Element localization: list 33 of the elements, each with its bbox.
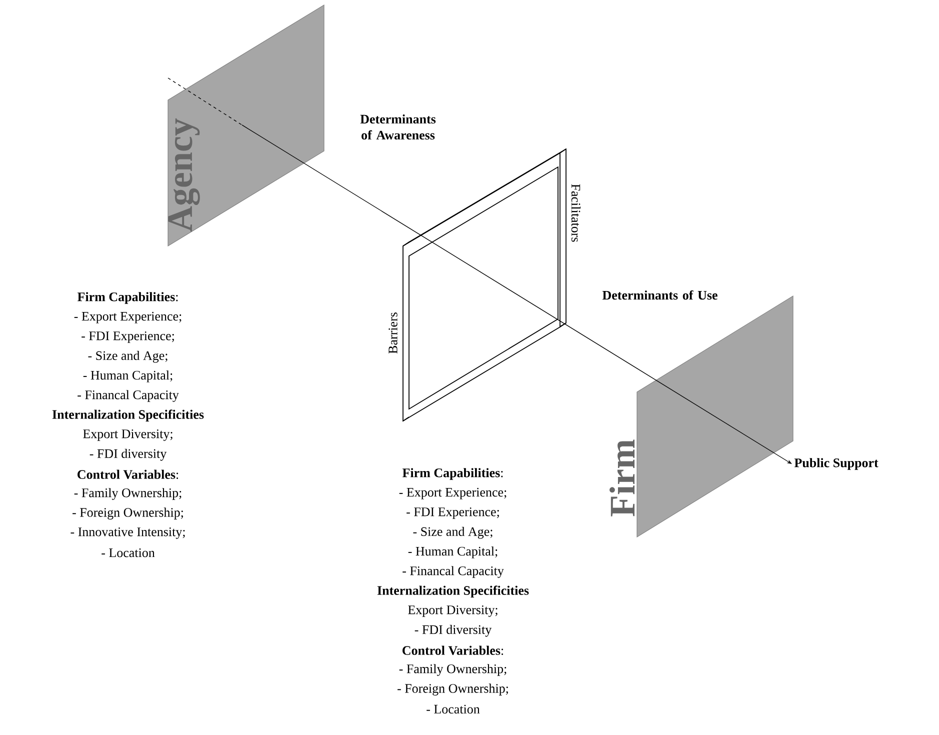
heading: Determinants of Awareness [360, 114, 436, 140]
output-label: Public Support [794, 458, 878, 470]
list-item: Export Diversity; [83, 429, 172, 441]
list-item: - FDI diversity [414, 624, 492, 637]
list-item: - Export Experience; [399, 488, 506, 500]
list-item: - Location [426, 704, 480, 714]
list-item: Internalization Specificities [52, 410, 204, 422]
list-item: Firm Capabilities: [402, 468, 503, 480]
list-item: - Size and Age; [413, 526, 492, 539]
node-label: Barriers [388, 312, 398, 354]
list-item: - Financal Capacity [402, 566, 504, 578]
list-item: - FDI Experience; [406, 508, 499, 519]
list-item: Internalization Specificities [377, 586, 529, 598]
list-item: - FDI diversity [90, 448, 167, 461]
list-item: - Family Ownership; [74, 488, 182, 500]
list-item: - Location [102, 548, 155, 558]
list-item: Control Variables: [78, 470, 178, 479]
list-item: - Financal Capacity [78, 390, 179, 402]
list-item: - Size and Age; [88, 350, 168, 363]
list-item: - Innovative Intensity; [70, 527, 185, 539]
list-item: - Human Capital; [408, 546, 498, 558]
list-item: Firm Capabilities: [78, 292, 178, 304]
list-item: - FDI Experience; [82, 332, 174, 343]
list-item: Export Diversity; [408, 605, 498, 617]
node-label: Firm [610, 440, 634, 516]
list-item: - Foreign Ownership; [72, 508, 183, 520]
list-item: - Export Experience; [74, 312, 182, 324]
list-item: - Foreign Ownership; [398, 684, 508, 696]
node-label: Facilitators [571, 184, 581, 242]
list-item: Control Variables: [402, 646, 504, 655]
list-item: - Family Ownership; [399, 664, 506, 676]
list-item: - Human Capital; [83, 370, 172, 382]
heading: Determinants of Use [602, 290, 718, 300]
